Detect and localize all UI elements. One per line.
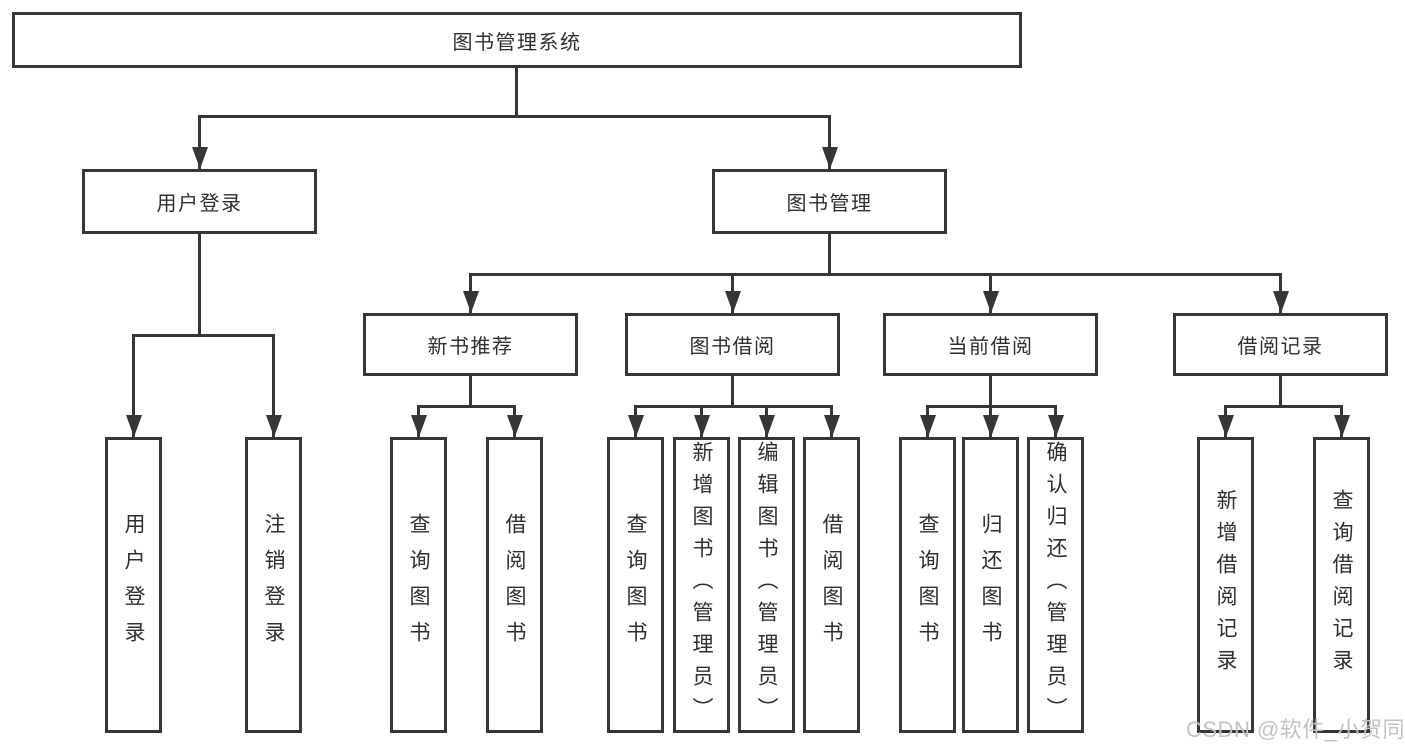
node-user-login-group-label: 用户登录 bbox=[156, 193, 243, 215]
leaf-recommend-borrow-books: 借阅图书 bbox=[486, 437, 543, 733]
arrow-down-icon bbox=[824, 415, 840, 437]
leaf-records-add-record: 新增借阅记录 bbox=[1197, 437, 1254, 733]
connector-leaf-drop bbox=[132, 334, 135, 437]
node-current-borrowing-label: 当前借阅 bbox=[947, 336, 1034, 358]
leaf-borrowing-borrow-books-label: 借阅图书 bbox=[820, 513, 843, 657]
arrow-down-icon bbox=[628, 415, 644, 437]
arrow-down-icon bbox=[694, 415, 710, 437]
connector-borrowing-records-rail bbox=[1224, 405, 1343, 408]
connector-current-borrowing-stem bbox=[989, 375, 992, 407]
connector-user-login-rail bbox=[132, 334, 275, 337]
connector-book-borrowing-rail bbox=[634, 405, 833, 408]
leaf-recommend-borrow-books-label: 借阅图书 bbox=[503, 513, 526, 657]
connector-user-login-stem bbox=[198, 233, 201, 337]
connector-book-management-rail bbox=[469, 273, 1282, 276]
arrow-down-icon bbox=[463, 291, 479, 313]
arrow-down-icon bbox=[983, 291, 999, 313]
leaf-logout: 注销登录 bbox=[245, 437, 302, 733]
node-book-management-group-label: 图书管理 bbox=[786, 193, 873, 215]
leaf-current-confirm-return-admin-label: 确认归还（管理员） bbox=[1044, 441, 1067, 729]
node-book-borrowing-label: 图书借阅 bbox=[689, 336, 776, 358]
leaf-records-query-record: 查询借阅记录 bbox=[1313, 437, 1370, 733]
leaf-borrowing-edit-books-admin-label: 编辑图书（管理员） bbox=[755, 441, 778, 729]
leaf-recommend-query-books-label: 查询图书 bbox=[407, 513, 430, 657]
node-borrowing-records: 借阅记录 bbox=[1173, 313, 1388, 376]
arrow-down-icon bbox=[1218, 415, 1234, 437]
leaf-records-query-record-label: 查询借阅记录 bbox=[1330, 489, 1353, 681]
leaf-borrowing-add-books-admin: 新增图书（管理员） bbox=[673, 437, 730, 733]
leaf-user-login: 用户登录 bbox=[105, 437, 162, 733]
leaf-borrowing-query-books-label: 查询图书 bbox=[624, 513, 647, 657]
arrow-down-icon bbox=[1334, 415, 1350, 437]
arrow-down-icon bbox=[759, 415, 775, 437]
leaf-current-return-books-label: 归还图书 bbox=[979, 513, 1002, 657]
node-book-borrowing: 图书借阅 bbox=[625, 313, 840, 376]
node-root-system: 图书管理系统 bbox=[12, 12, 1022, 68]
leaf-borrowing-edit-books-admin: 编辑图书（管理员） bbox=[738, 437, 795, 733]
arrow-down-icon bbox=[1273, 291, 1289, 313]
connector-leaf-drop bbox=[272, 334, 275, 437]
arrow-down-icon bbox=[507, 415, 523, 437]
leaf-records-add-record-label: 新增借阅记录 bbox=[1214, 489, 1237, 681]
node-user-login-group: 用户登录 bbox=[82, 169, 317, 234]
connector-user-login-drop bbox=[198, 115, 201, 169]
node-book-management-group: 图书管理 bbox=[712, 169, 947, 234]
arrow-down-icon bbox=[983, 415, 999, 437]
arrow-down-icon bbox=[725, 291, 741, 313]
node-new-book-recommend-label: 新书推荐 bbox=[427, 336, 514, 358]
connector-root-rail bbox=[198, 115, 831, 118]
arrow-down-icon bbox=[126, 415, 142, 437]
arrow-down-icon bbox=[192, 147, 208, 169]
node-root-system-label: 图书管理系统 bbox=[452, 31, 582, 54]
node-new-book-recommend: 新书推荐 bbox=[363, 313, 578, 376]
connector-new-book-recommend-stem bbox=[469, 375, 472, 407]
leaf-borrowing-add-books-admin-label: 新增图书（管理员） bbox=[690, 441, 713, 729]
leaf-current-confirm-return-admin: 确认归还（管理员） bbox=[1027, 437, 1084, 733]
arrow-down-icon bbox=[1048, 415, 1064, 437]
connector-root-stem bbox=[515, 68, 518, 118]
arrow-down-icon bbox=[266, 415, 282, 437]
connector-new-book-recommend-rail bbox=[417, 405, 516, 408]
leaf-current-query-books: 查询图书 bbox=[899, 437, 956, 733]
connector-borrowing-records-stem bbox=[1279, 375, 1282, 407]
connector-book-management-drop bbox=[828, 115, 831, 169]
node-current-borrowing: 当前借阅 bbox=[883, 313, 1098, 376]
leaf-logout-label: 注销登录 bbox=[262, 513, 285, 657]
leaf-borrowing-query-books: 查询图书 bbox=[607, 437, 664, 733]
arrow-down-icon bbox=[411, 415, 427, 437]
csdn-watermark: CSDN @软件_小贺同学 bbox=[1186, 717, 1405, 742]
leaf-borrowing-borrow-books: 借阅图书 bbox=[803, 437, 860, 733]
node-borrowing-records-label: 借阅记录 bbox=[1237, 336, 1324, 358]
leaf-current-return-books: 归还图书 bbox=[962, 437, 1019, 733]
leaf-current-query-books-label: 查询图书 bbox=[916, 513, 939, 657]
connector-book-borrowing-stem bbox=[731, 375, 734, 407]
leaf-user-login-label: 用户登录 bbox=[122, 513, 145, 657]
arrow-down-icon bbox=[822, 147, 838, 169]
arrow-down-icon bbox=[920, 415, 936, 437]
connector-book-management-stem bbox=[828, 233, 831, 275]
leaf-recommend-query-books: 查询图书 bbox=[390, 437, 447, 733]
